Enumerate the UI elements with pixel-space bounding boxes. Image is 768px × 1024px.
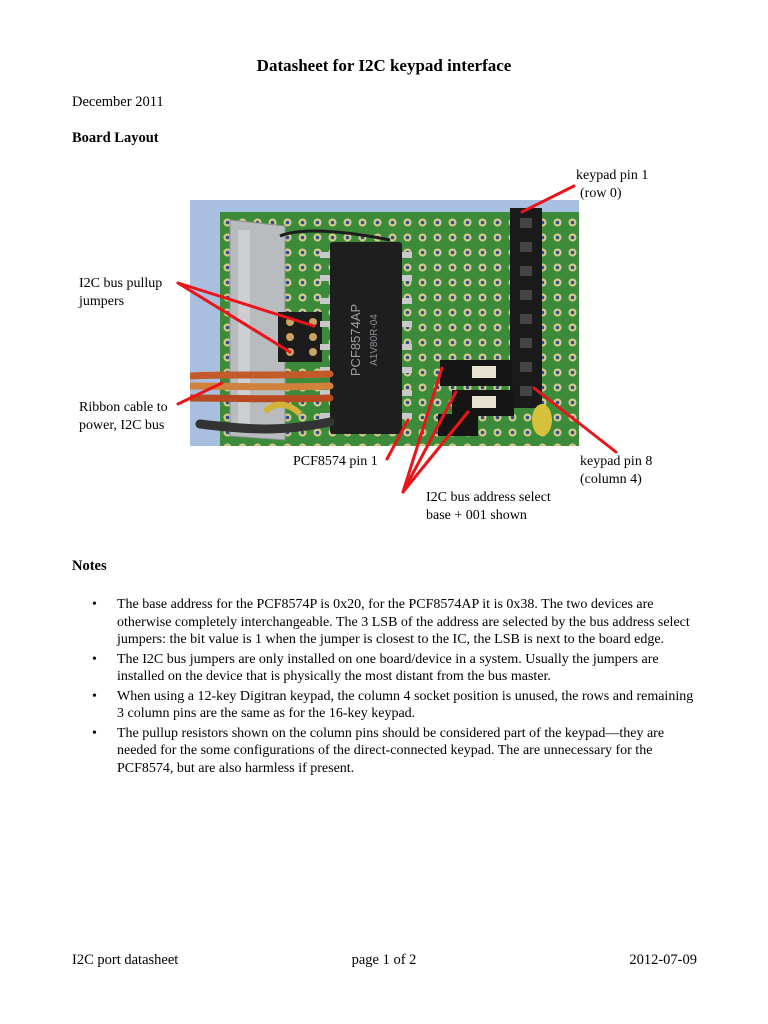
label-pcf-pin1: PCF8574 pin 1	[293, 454, 378, 469]
footer-page-number: page 1 of 2	[351, 952, 417, 968]
board-layout-heading: Board Layout	[72, 130, 159, 146]
keypad-socket-header	[510, 208, 542, 408]
list-item: • The I2C bus jumpers are only installed …	[72, 651, 702, 686]
list-item: • When using a 12-key Digitran keypad, th…	[72, 688, 702, 723]
page-title: Datasheet for I2C keypad interface	[256, 56, 512, 75]
label-keypad-pin8: keypad pin 8	[580, 454, 652, 469]
label-keypad-pin8-col: (column 4)	[580, 472, 642, 487]
label-ribbon-2: power, I2C bus	[79, 418, 164, 433]
label-pullup: I2C bus pullup	[79, 276, 162, 291]
yellow-capacitor	[532, 404, 552, 436]
document-date: December 2011	[72, 94, 164, 110]
note-text: The base address for the PCF8574P is 0x2…	[117, 597, 690, 647]
ic-marking-text-2: A1V80R-04	[369, 314, 380, 366]
label-ribbon: Ribbon cable to	[79, 400, 168, 415]
footer-date: 2012-07-09	[629, 952, 697, 968]
bullet-icon: •	[92, 597, 97, 612]
bullet-icon: •	[92, 651, 97, 667]
notes-heading: Notes	[72, 558, 107, 574]
bullet-icon: •	[92, 688, 97, 704]
board-photo: PCF8574AP A1V80R-04	[190, 200, 579, 446]
note-text: When using a 12-key Digitran keypad, the…	[117, 688, 694, 722]
label-pullup-2: jumpers	[78, 294, 124, 309]
notes-list: • The base address for the PCF8574P is 0x…	[72, 596, 702, 779]
ic-marking-text: PCF8574AP	[348, 304, 363, 376]
note-text: The pullup resistors shown on the column…	[117, 725, 665, 776]
label-keypad-pin1-row: (row 0)	[580, 186, 622, 201]
list-item: • The pullup resistors shown on the colum…	[72, 725, 702, 778]
bullet-icon: •	[92, 725, 97, 741]
label-keypad-pin1: keypad pin 1	[576, 168, 648, 183]
label-address-2: base + 001 shown	[426, 508, 527, 523]
label-address: I2C bus address select	[426, 490, 551, 505]
note-text: The I2C bus jumpers are only installed o…	[117, 651, 659, 685]
footer-left: I2C port datasheet	[72, 952, 179, 968]
list-item: • The base address for the PCF8574P is 0x…	[72, 596, 702, 649]
pcf8574-chip	[330, 242, 402, 434]
